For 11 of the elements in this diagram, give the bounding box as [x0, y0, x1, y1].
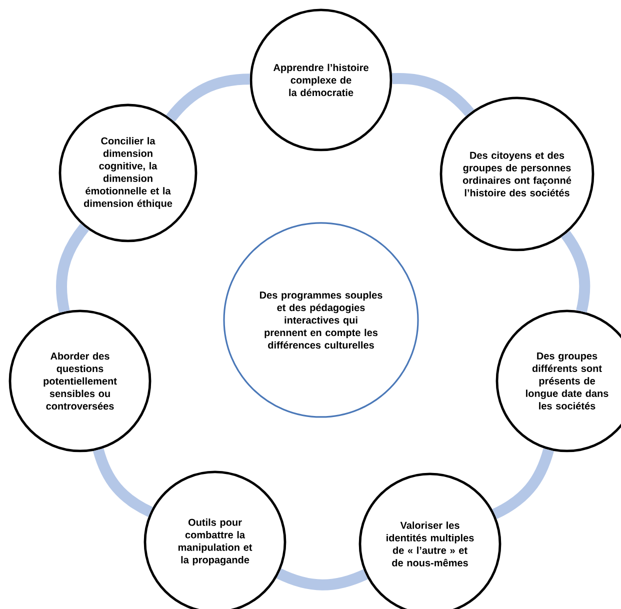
circle-node: Concilier la dimension cognitive, la dimension émotionnelle et la dimension éthique	[58, 104, 198, 242]
ring-arc	[560, 230, 590, 312]
circle-node: Des citoyens et des groupes de personnes ordinaires ont façonné l’histoire des sociétés	[440, 96, 594, 252]
circle-node: Aborder des questions potentiellement sensibles ou controversées	[8, 310, 152, 452]
ring-arc	[166, 74, 250, 122]
ring-arc	[392, 73, 474, 117]
ring-arc	[93, 448, 153, 517]
ring-arc	[56, 224, 90, 313]
ring-arc	[276, 568, 368, 590]
circle-node: Apprendre l’histoire complexe de la démocratie	[250, 8, 392, 152]
ring-arc	[492, 448, 554, 519]
